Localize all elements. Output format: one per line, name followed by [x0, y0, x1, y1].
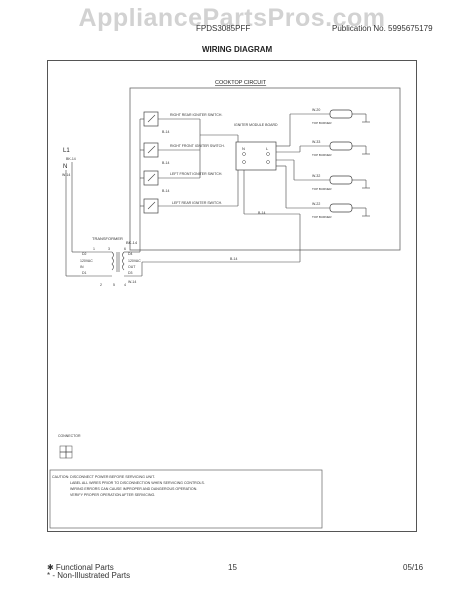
diagram-frame [47, 60, 417, 532]
top-burner-2: W-33 TOP BURNER [300, 140, 370, 157]
watermark: AppliancePartsPros.com [78, 4, 386, 32]
top-burner-3: W-32 TOP BURNER [294, 174, 370, 191]
diagram-label: B-14 [230, 257, 237, 261]
igniter-module: IGNITER MODULE BOARD N L [234, 123, 278, 171]
diagram-label: B-14 [258, 211, 265, 215]
diagram-label: 5 [113, 283, 115, 287]
diagram-label: CONNECTOR [58, 434, 81, 438]
diagram-label: 1 [93, 247, 95, 251]
diagram-label: 4 [124, 283, 126, 287]
switch-left-rear: LEFT REAR IGNITER SWITCH. [143, 198, 238, 214]
diagram-label: BK-14 [66, 157, 76, 161]
diagram-label: TOP BURNER [312, 153, 332, 157]
diagram-label: TOP BURNER [312, 187, 332, 191]
line-l1-label: L1 [63, 148, 70, 154]
diagram-label: IGNITER MODULE BOARD [234, 123, 278, 127]
diagram-label: TOP BURNER [312, 121, 332, 125]
diagram-label: D4 [128, 252, 133, 256]
switch-label: LEFT FRONT IGNITER SWITCH. [170, 172, 222, 176]
switch-label: LEFT REAR IGNITER SWITCH. [172, 201, 222, 205]
diagram-label: W-14 [128, 280, 136, 284]
top-burner-1: W-20 TOP BURNER [290, 108, 370, 125]
switch-right-front: RIGHT FRONT IGNITER SWITCH. B-14 [143, 142, 225, 165]
switch-label: RIGHT FRONT IGNITER SWITCH. [170, 144, 225, 148]
circuit-title: COOKTOP CIRCUIT [215, 80, 267, 86]
page-number: 15 [228, 563, 237, 572]
diagram-label: W-33 [312, 140, 320, 144]
diagram-label: VERIFY PROPER OPERATION AFTER SERVICING. [70, 493, 155, 497]
top-burner-4: W-22 TOP BURNER [286, 202, 370, 219]
diagram-label: CAUTION: DISCONNECT POWER BEFORE SERVICI… [52, 475, 155, 479]
diagram-label: 6 [124, 247, 126, 251]
diagram-label: D1 [82, 271, 87, 275]
diagram-label: W-20 [312, 108, 320, 112]
model-number: FPDS3085PFF [196, 24, 251, 33]
switch-right-rear: RIGHT REAR IGNITER SWITCH. B-14 [143, 111, 222, 134]
diagram-label: B-14 [162, 161, 169, 165]
connector: CONNECTOR [58, 434, 81, 459]
page-title: WIRING DIAGRAM [202, 45, 273, 54]
diagram-label: 120VAC [128, 259, 141, 263]
diagram-label: TRANSFORMER [92, 236, 123, 241]
diagram-label: WIRING ERRORS CAN CAUSE IMPROPER AND DAN… [70, 487, 197, 491]
revision-date: 05/16 [403, 563, 424, 572]
diagram-label: 3 [108, 247, 110, 251]
line-n-label: N [63, 164, 67, 170]
diagram-label: IN [80, 265, 84, 269]
diagram-label: OUT [128, 265, 136, 269]
switch-label: RIGHT REAR IGNITER SWITCH. [170, 113, 222, 117]
diagram-label: BK-14 [126, 240, 138, 245]
publication-number: Publication No. 5995675179 [332, 24, 433, 33]
diagram-label: 2 [100, 283, 102, 287]
non-illustrated-note: * - Non-Illustrated Parts [47, 571, 131, 580]
caution-box [49, 469, 323, 529]
diagram-label: L [266, 146, 269, 151]
transformer: TRANSFORMER 1 3 D2 D1 120VAC IN 2 5 6 4 … [80, 236, 141, 287]
diagram-label: 120VAC [80, 259, 93, 263]
diagram-label: N [242, 146, 245, 151]
cooktop-circuit-box [129, 87, 401, 251]
diagram-label: LABEL ALL WIRES PRIOR TO DISCONNECTION W… [70, 481, 205, 485]
diagram-label: D2 [82, 252, 87, 256]
diagram-label: D3 [128, 271, 133, 275]
diagram-label: B-14 [162, 130, 169, 134]
switch-left-front: LEFT FRONT IGNITER SWITCH. B-14 [143, 170, 222, 193]
diagram-label: W-32 [312, 174, 320, 178]
functional-parts-note: ✱ Functional Parts [47, 563, 114, 572]
diagram-label: W-22 [312, 202, 320, 206]
diagram-label: TOP BURNER [312, 215, 332, 219]
diagram-label: B-14 [162, 189, 169, 193]
